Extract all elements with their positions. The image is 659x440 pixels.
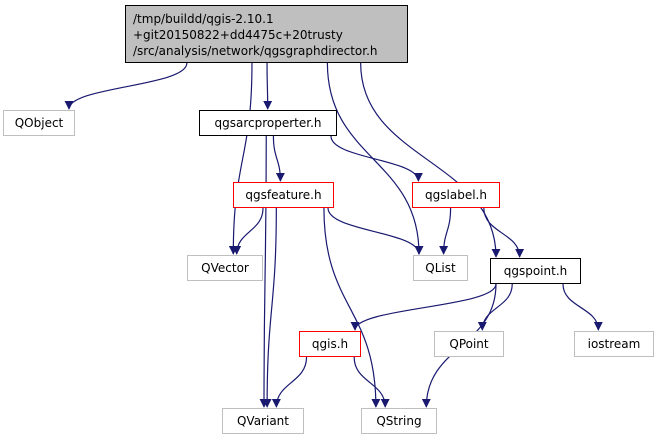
node-qgsarcproperter-h[interactable]: qgsarcproperter.h bbox=[199, 110, 337, 136]
edge-qgsarcproperter-to-qgslabel bbox=[330, 135, 423, 182]
edge-qgsfeature-to-qstring bbox=[323, 207, 381, 408]
node-iostream[interactable]: iostream bbox=[574, 331, 654, 357]
node-qgis-label: qgis.h bbox=[311, 337, 349, 351]
edge-qgis-to-qvariant bbox=[271, 356, 308, 408]
edge-qgspoint-to-qpoint bbox=[477, 283, 513, 331]
node-qvariant-label: QVariant bbox=[236, 414, 289, 428]
edge-root-to-qobject bbox=[64, 62, 188, 110]
node-qvector-label: QVector bbox=[201, 261, 249, 275]
node-qstring[interactable]: QString bbox=[361, 408, 437, 434]
edge-qgspoint-to-qgis bbox=[350, 283, 497, 331]
node-qgis-h[interactable]: qgis.h bbox=[299, 331, 361, 357]
node-qgsgraphdirector-h[interactable]: /tmp/buildd/qgis-2.10.1 +git20150822+dd4… bbox=[125, 5, 408, 63]
node-qgspoint-h[interactable]: qgspoint.h bbox=[490, 258, 581, 284]
node-qgslabel-label: qgslabel.h bbox=[425, 188, 487, 202]
node-qgsfeature-h[interactable]: qgsfeature.h bbox=[233, 182, 334, 208]
root-line-1: /tmp/buildd/qgis-2.10.1 bbox=[133, 12, 274, 26]
node-qlist[interactable]: QList bbox=[413, 255, 468, 281]
edge-qgslabel-to-qgspoint bbox=[483, 207, 525, 258]
node-qobject-label: QObject bbox=[14, 116, 64, 130]
root-line-2: +git20150822+dd4475c+20trusty bbox=[133, 28, 343, 42]
edge-qgsfeature-to-qvector bbox=[232, 207, 264, 255]
node-qstring-label: QString bbox=[376, 414, 422, 428]
node-qvariant[interactable]: QVariant bbox=[222, 408, 304, 434]
edge-root-to-qvector bbox=[228, 62, 253, 255]
node-qgslabel-h[interactable]: qgslabel.h bbox=[412, 182, 500, 208]
node-qgspoint-label: qgspoint.h bbox=[503, 264, 568, 278]
node-iostream-label: iostream bbox=[587, 337, 641, 351]
node-qpoint-label: QPoint bbox=[449, 337, 489, 351]
edge-qgis-to-qstring bbox=[353, 356, 390, 408]
node-qgsarcproperter-label: qgsarcproperter.h bbox=[214, 116, 322, 130]
node-qobject[interactable]: QObject bbox=[3, 110, 75, 136]
root-line-3: /src/analysis/network/qgsgraphdirector.h bbox=[133, 44, 378, 58]
edge-qgspoint-to-iostream bbox=[562, 283, 603, 331]
node-qgsfeature-label: qgsfeature.h bbox=[245, 188, 322, 202]
edge-qgsarcproperter-to-qvariant bbox=[259, 135, 269, 408]
edge-qgsfeature-to-qlist bbox=[327, 207, 424, 255]
node-qlist-label: QList bbox=[425, 261, 456, 275]
edge-qgslabel-to-qlist bbox=[439, 207, 452, 255]
edge-qgsarcproperter-to-qgsfeature bbox=[272, 135, 285, 182]
edge-qgsfeature-to-qvariant bbox=[262, 207, 277, 408]
node-qvector[interactable]: QVector bbox=[187, 255, 263, 281]
node-qpoint[interactable]: QPoint bbox=[434, 331, 504, 357]
edge-root-to-qgsarcproperter bbox=[263, 62, 273, 110]
